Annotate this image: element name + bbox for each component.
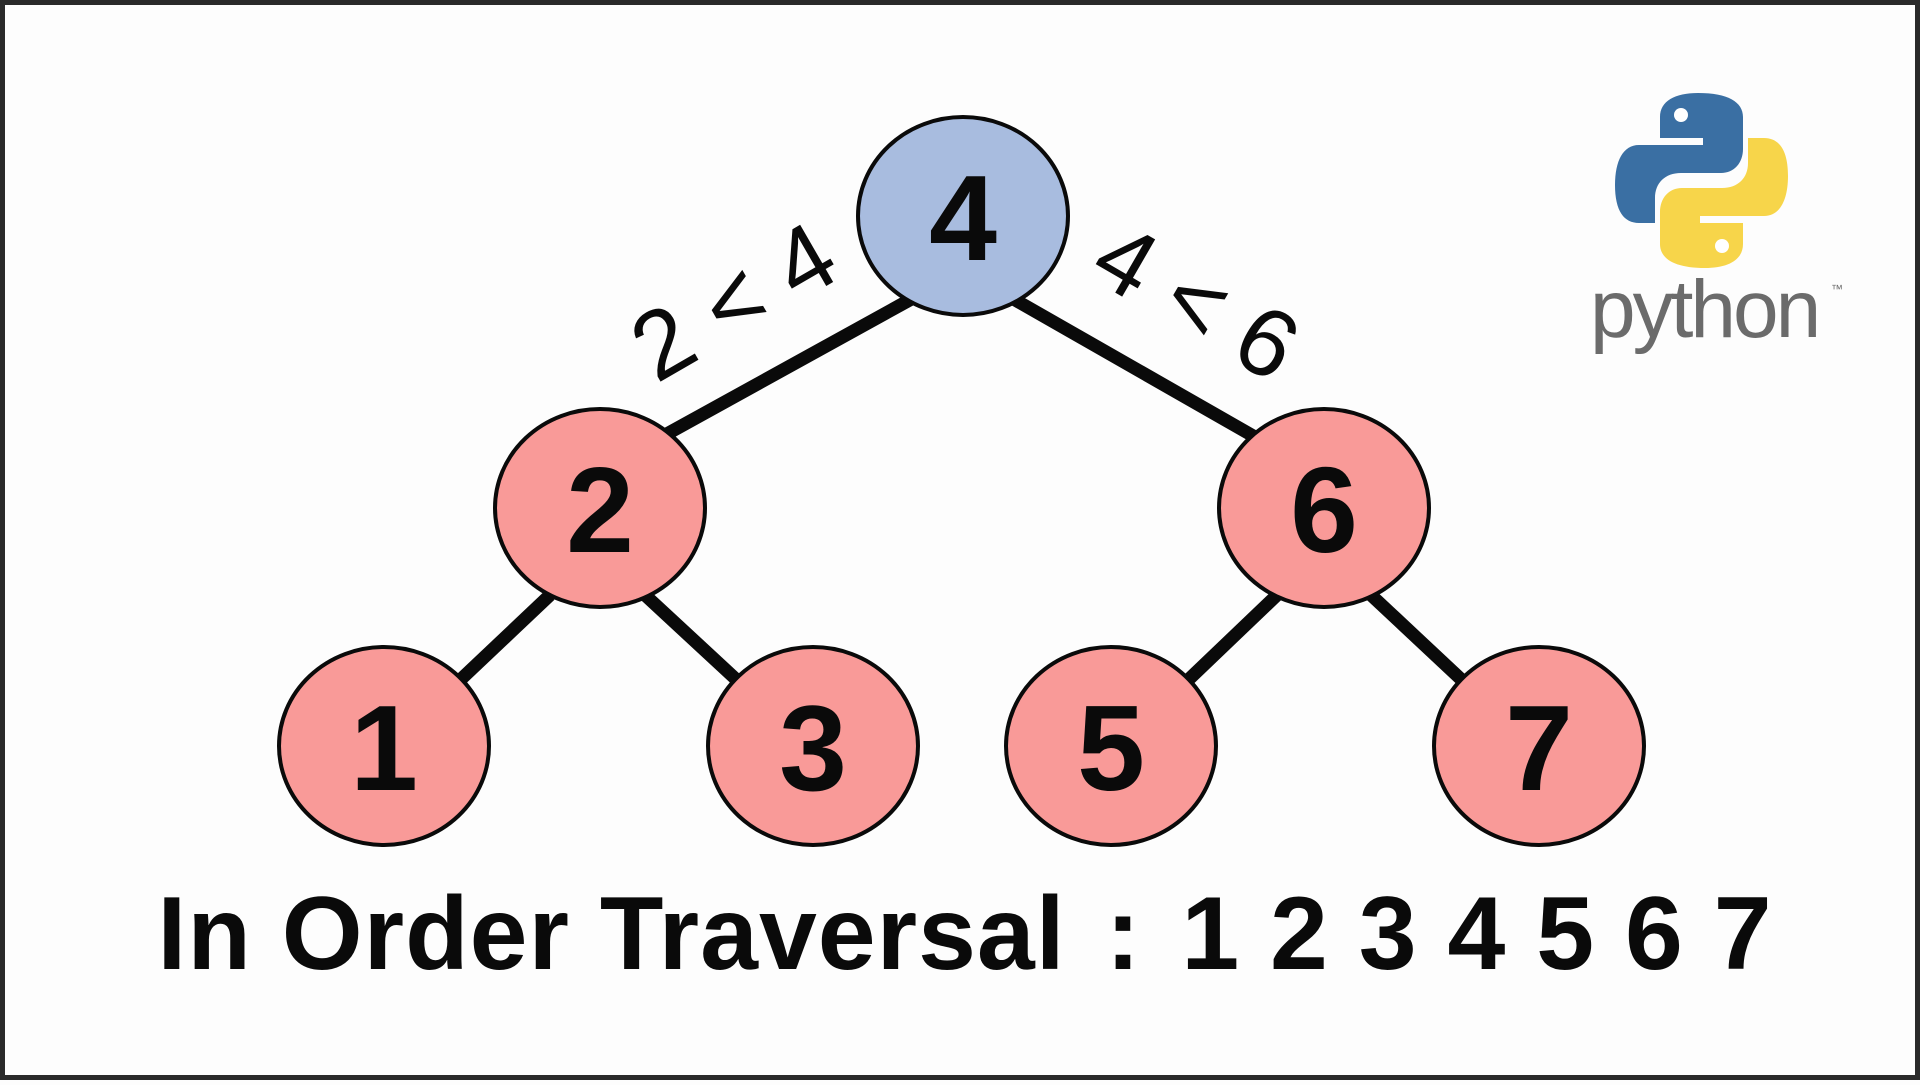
python-snakes-icon [1615,93,1788,268]
binary-search-tree: 2 < 4 4 < 6 4 2 6 1 3 5 7 [277,93,1843,847]
python-logo: python ™ [1590,93,1843,355]
edge-2-1 [452,590,555,688]
edge-label-4-lt-6: 4 < 6 [1076,201,1317,402]
edges [452,291,1470,688]
edge-2-3 [640,590,745,688]
node-label: 6 [1290,442,1358,578]
node-circle [1004,645,1218,847]
tree-node-7: 7 [1432,645,1646,847]
node-circle [1217,407,1431,609]
tree-node-4: 4 [856,115,1070,317]
python-trademark: ™ [1831,282,1843,296]
tree-node-3: 3 [706,645,920,847]
node-label: 4 [929,150,997,286]
caption-separator: : [1105,876,1142,992]
node-label: 5 [1077,680,1145,816]
caption-sequence: 1 2 3 4 5 6 7 [1181,876,1773,992]
traversal-caption: In Order Traversal:1 2 3 4 5 6 7 [5,875,1920,994]
edge-4-2 [661,291,919,441]
edge-4-6 [1006,291,1259,443]
edge-6-7 [1366,590,1470,688]
node-circle [493,407,707,609]
edge-label-2-lt-4: 2 < 4 [613,201,854,402]
caption-title: In Order Traversal [157,876,1066,992]
node-label: 1 [350,680,418,816]
node-label: 7 [1505,680,1573,816]
node-label: 3 [779,680,847,816]
node-circle [706,645,920,847]
edge-6-5 [1180,590,1282,688]
python-wordmark: python [1590,264,1818,355]
tree-node-1: 1 [277,645,491,847]
tree-node-5: 5 [1004,645,1218,847]
node-circle [856,115,1070,317]
tree-node-6: 6 [1217,407,1431,609]
node-circle [1432,645,1646,847]
tree-node-2: 2 [493,407,707,609]
node-circle [277,645,491,847]
node-label: 2 [566,442,634,578]
